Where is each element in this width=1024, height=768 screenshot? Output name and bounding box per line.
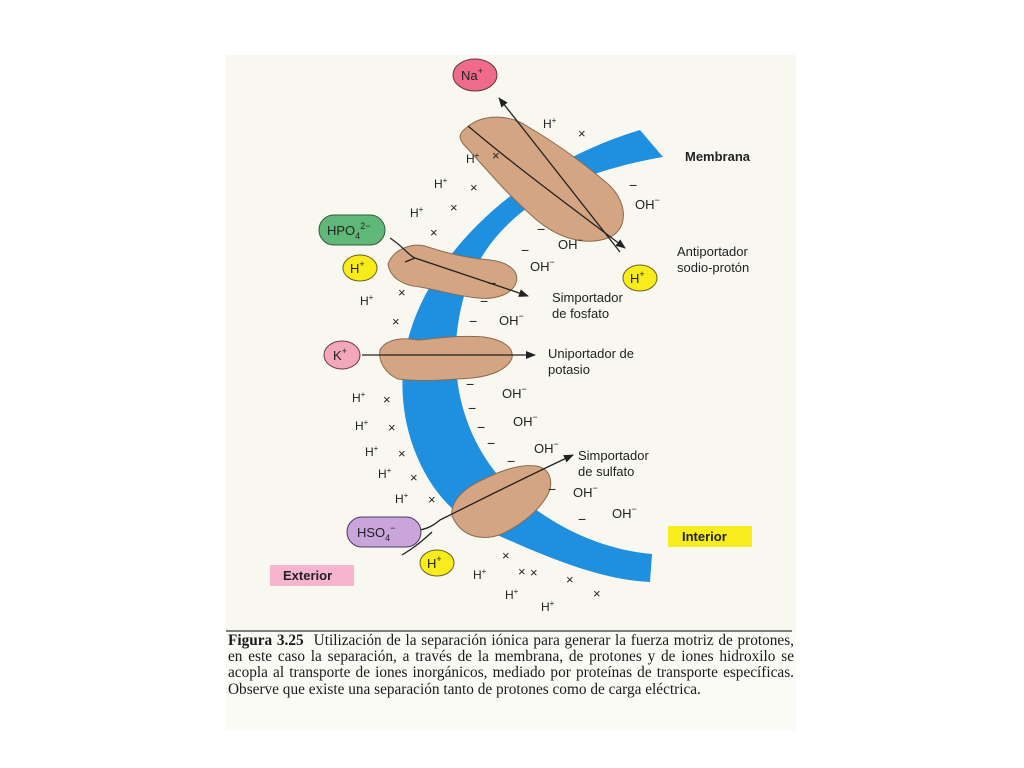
minus-mark: − (578, 511, 586, 527)
hydroxyl-label: OH− (502, 384, 527, 401)
minus-mark: − (487, 435, 495, 451)
phosphate-symporter-label: Simportador (552, 290, 623, 305)
hydroxyl-label: OH− (573, 483, 598, 500)
minus-mark: − (629, 177, 637, 193)
cross-mark: × (518, 564, 526, 579)
proton-bubble (342, 254, 378, 282)
exterior-surface-charges: × × × × × × × × × × × × × × × × × (383, 126, 601, 601)
proton-bubble (419, 549, 455, 577)
membrane-label: Membrana (685, 149, 751, 164)
phosphate-symporter-protein (387, 244, 518, 299)
potassium-uniporter-protein (379, 335, 513, 382)
minus-mark: − (548, 481, 556, 497)
interior-surface-charges: − − − − − − − − − − − − − (466, 177, 637, 527)
cross-mark: × (398, 446, 406, 461)
svg-text:K+: K+ (333, 346, 347, 363)
minus-mark: − (507, 453, 515, 469)
cross-mark: × (410, 470, 418, 485)
hydroxyl-label: OH− (635, 195, 660, 212)
minus-mark: − (480, 293, 488, 309)
proton-bubble (622, 264, 658, 292)
hydroxyl-label: OH− (530, 257, 555, 274)
phosphate-symporter-label: de fosfato (552, 306, 609, 321)
transporter-labels: Membrana Antiportador sodio-protón Simpo… (548, 149, 751, 479)
cross-mark: × (470, 180, 478, 195)
cross-mark: × (398, 285, 406, 300)
sodium-efflux-arrow (498, 97, 621, 253)
minus-mark: − (468, 400, 476, 416)
potassium-uniporter-label: potasio (548, 362, 590, 377)
proton-label: H+ (466, 151, 480, 166)
minus-mark: − (469, 313, 477, 329)
exterior-label: Exterior (283, 568, 332, 583)
svg-text:Na+: Na+ (461, 66, 483, 83)
cross-mark: × (428, 492, 436, 507)
interior-label: Interior (682, 529, 727, 544)
cross-mark: × (430, 225, 438, 240)
proton-label: H+ (360, 293, 374, 308)
sulfate-symporter-label: de sulfato (578, 464, 634, 479)
exterior-tag (270, 565, 354, 586)
membrane (402, 130, 663, 582)
potassium-ion (323, 340, 361, 370)
hydroxyl-label: OH− (558, 235, 583, 252)
hydroxyl-label: OH− (513, 412, 538, 429)
hydroxyl-label: OH− (612, 504, 637, 521)
proton-label: H+ (352, 390, 366, 405)
interior-hydroxyls: OH− OH− OH− OH− OH− OH− OH− OH− OH− (499, 195, 660, 521)
sulfate-ion (346, 516, 422, 548)
phosphate-influx-arrow (389, 237, 529, 297)
proton-influx-arrow (467, 125, 626, 249)
cross-mark: × (530, 565, 538, 580)
cross-mark: × (502, 548, 510, 563)
cross-mark: × (383, 392, 391, 407)
proton-label: H+ (410, 205, 424, 220)
sulfate-symporter-protein (451, 465, 552, 538)
cross-mark: × (566, 572, 574, 587)
minus-mark: − (537, 221, 545, 237)
antiporter-label: sodio-protón (677, 260, 749, 275)
antiporter-protein (459, 116, 624, 242)
interior-tag (668, 526, 752, 547)
proton-label: H+ (473, 567, 487, 582)
minus-mark: − (521, 242, 529, 258)
cross-mark: × (593, 586, 601, 601)
phosphate-ion (318, 214, 386, 246)
sulfate-influx-arrow (419, 454, 574, 531)
proton-label: H+ (378, 466, 392, 481)
cross-mark: × (578, 126, 586, 141)
figure-number: Figura 3.25 (228, 632, 304, 649)
proton-label: H+ (355, 418, 369, 433)
svg-text:H+: H+ (630, 269, 645, 286)
potassium-uniporter-label: Uniportador de (548, 346, 634, 361)
minus-mark: − (488, 275, 496, 291)
transport-arrows (362, 97, 626, 556)
proton-label: H+ (541, 599, 555, 614)
svg-text:HPO42−: HPO42− (327, 221, 370, 241)
caption-text: Utilización de la separación iónica para… (228, 632, 794, 698)
cross-mark: × (392, 314, 400, 329)
sulfate-symporter-label: Simportador (578, 448, 649, 463)
minus-mark: − (466, 376, 474, 392)
cross-mark: × (388, 420, 396, 435)
exterior-protons: H+ H+ H+ H+ H+ H+ H+ H+ H+ H+ H+ H+ H+ (352, 116, 557, 614)
antiporter-label: Antiportador (677, 244, 748, 259)
proton-label: H+ (434, 176, 448, 191)
hydroxyl-label: OH− (534, 439, 559, 456)
proton-label: H+ (395, 491, 409, 506)
proton-label: H+ (543, 116, 557, 131)
svg-text:H+: H+ (427, 554, 442, 571)
cross-mark: × (450, 200, 458, 215)
proton-label: H+ (365, 444, 379, 459)
minus-mark: − (477, 419, 485, 435)
hydroxyl-label: OH− (499, 311, 524, 328)
proton-label: H+ (505, 587, 519, 602)
cross-mark: × (492, 148, 500, 163)
svg-text:HSO4−: HSO4− (357, 523, 395, 543)
sodium-ion (452, 58, 498, 92)
svg-text:H+: H+ (350, 259, 365, 276)
